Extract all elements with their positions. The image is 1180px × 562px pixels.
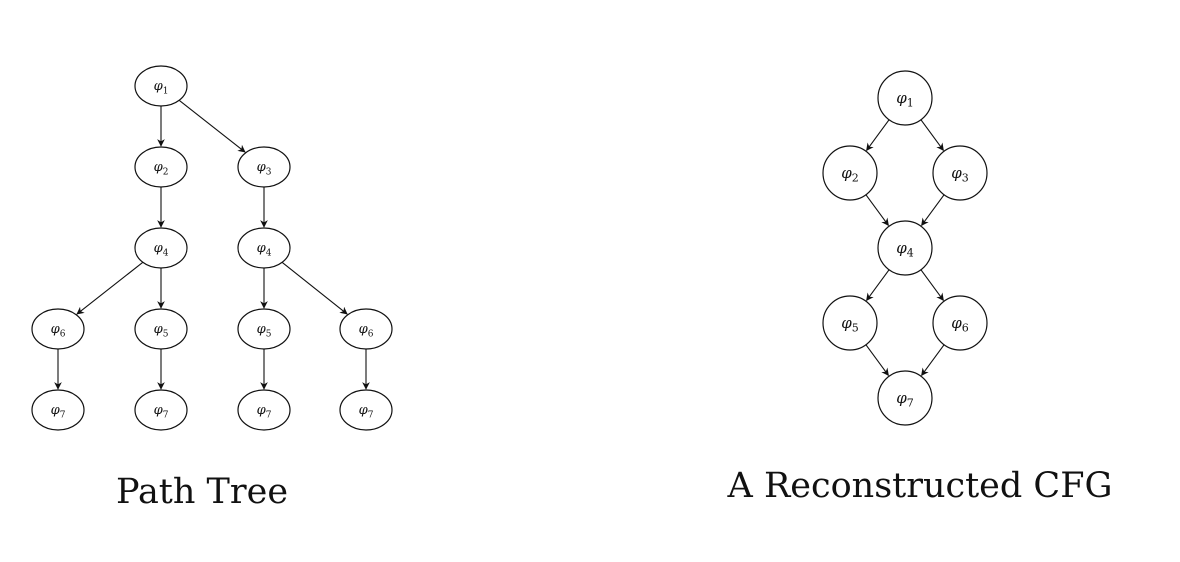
path-tree-node: φ7: [31, 389, 85, 431]
node-label: φ3: [257, 160, 272, 177]
path-tree-node: φ1: [134, 65, 188, 107]
reconstructed-cfg-edge-c1-c3: [920, 119, 944, 152]
node-label: φ4: [896, 239, 914, 260]
node-label: φ4: [257, 241, 272, 258]
reconstructed-cfg-node: φ4: [877, 220, 933, 276]
reconstructed-cfg-node: φ1: [877, 70, 933, 126]
path-tree-node: φ4: [237, 227, 291, 269]
node-outline: [237, 308, 291, 350]
node-label: φ6: [951, 314, 969, 335]
reconstructed-cfg-node: φ5: [822, 295, 878, 351]
reconstructed-cfg-edge-c1-c2: [866, 119, 890, 152]
reconstructed-cfg-edge-c5-c7: [865, 344, 889, 377]
node-outline: [339, 389, 393, 431]
path-tree-node: φ2: [134, 146, 188, 188]
reconstructed-cfg-edge-c3-c4: [921, 194, 945, 227]
reconstructed-cfg-caption: A Reconstructed CFG: [727, 466, 1113, 506]
node-outline: [822, 145, 878, 201]
node-outline: [31, 389, 85, 431]
reconstructed-cfg-node: φ6: [932, 295, 988, 351]
path-tree-node: φ7: [237, 389, 291, 431]
path-tree-node: φ6: [31, 308, 85, 350]
reconstructed-cfg-edge-c6-c7: [921, 344, 945, 377]
path-tree-edge-t4b-t6b: [281, 261, 348, 315]
node-label: φ6: [359, 322, 374, 339]
node-label: φ6: [51, 322, 66, 339]
reconstructed-cfg-edge-c2-c4: [865, 194, 889, 227]
reconstructed-cfg-node: φ3: [932, 145, 988, 201]
node-label: φ5: [257, 322, 272, 339]
node-label: φ7: [51, 403, 66, 420]
node-outline: [237, 389, 291, 431]
node-label: φ3: [951, 164, 969, 185]
path-tree-node: φ7: [134, 389, 188, 431]
path-tree-node: φ6: [339, 308, 393, 350]
node-outline: [877, 70, 933, 126]
node-label: φ7: [257, 403, 272, 420]
node-label: φ7: [154, 403, 169, 420]
node-outline: [134, 227, 188, 269]
path-tree-node: φ4: [134, 227, 188, 269]
node-label: φ5: [841, 314, 859, 335]
node-outline: [134, 146, 188, 188]
node-outline: [932, 145, 988, 201]
node-label: φ7: [359, 403, 374, 420]
reconstructed-cfg-edge-c4-c6: [920, 269, 944, 302]
node-label: φ1: [154, 79, 169, 96]
path-tree-node: φ3: [237, 146, 291, 188]
node-outline: [134, 308, 188, 350]
node-outline: [877, 370, 933, 426]
path-tree-edge-t4a-t6a: [76, 261, 144, 315]
node-outline: [877, 220, 933, 276]
node-outline: [339, 308, 393, 350]
path-tree-edge-t1-t3: [178, 99, 246, 153]
node-outline: [134, 65, 188, 107]
node-outline: [822, 295, 878, 351]
reconstructed-cfg-node: φ2: [822, 145, 878, 201]
node-label: φ2: [154, 160, 169, 177]
node-outline: [134, 389, 188, 431]
node-outline: [932, 295, 988, 351]
reconstructed-cfg-node: φ7: [877, 370, 933, 426]
node-label: φ4: [154, 241, 169, 258]
node-label: φ7: [896, 389, 914, 410]
path-tree-node: φ7: [339, 389, 393, 431]
edges-layer: [54, 99, 945, 390]
reconstructed-cfg-edge-c4-c5: [866, 269, 890, 302]
path-tree-node: φ5: [134, 308, 188, 350]
node-label: φ5: [154, 322, 169, 339]
node-outline: [31, 308, 85, 350]
nodes-layer: φ1 φ2 φ3 φ4 φ4 φ6 φ5 φ5 φ6 φ7 φ7 φ7 φ7 φ1 φ2 φ3 φ4 φ5 φ6 φ7: [31, 65, 988, 431]
node-outline: [237, 146, 291, 188]
node-outline: [237, 227, 291, 269]
node-label: φ2: [841, 164, 859, 185]
path-tree-caption: Path Tree: [115, 472, 289, 512]
path-tree-node: φ5: [237, 308, 291, 350]
node-label: φ1: [896, 89, 914, 110]
